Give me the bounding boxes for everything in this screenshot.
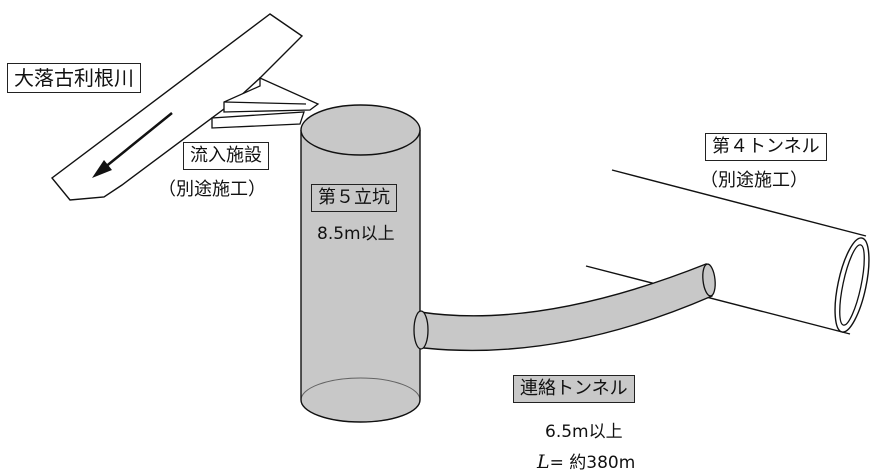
shaft-label: 第５立坑 xyxy=(311,184,397,212)
flow-arrow xyxy=(92,112,173,178)
inflow-facility xyxy=(211,76,320,129)
length-value: = 約380m xyxy=(549,453,636,473)
tunnel-4 xyxy=(585,169,870,335)
tunnel-4-note: （別途施工） xyxy=(700,170,808,191)
river-label: 大落古利根川 xyxy=(7,63,141,93)
inflow-facility-note: （別途施工） xyxy=(158,179,266,200)
river-channel xyxy=(50,13,304,201)
tunnel-4-label: 第４トンネル xyxy=(705,133,827,161)
shaft-5 xyxy=(300,104,421,423)
connecting-tunnel-length: L= 約380m xyxy=(537,453,635,472)
connecting-tunnel xyxy=(419,263,716,352)
connecting-tunnel-size: 6.5m以上 xyxy=(545,422,623,442)
connecting-tunnel-label: 連絡トンネル xyxy=(513,375,635,403)
connector-opening xyxy=(413,310,429,350)
inflow-facility-label: 流入施設 xyxy=(183,142,269,170)
shaft-size-label: 8.5m以上 xyxy=(317,224,395,244)
length-symbol: L xyxy=(537,451,550,473)
